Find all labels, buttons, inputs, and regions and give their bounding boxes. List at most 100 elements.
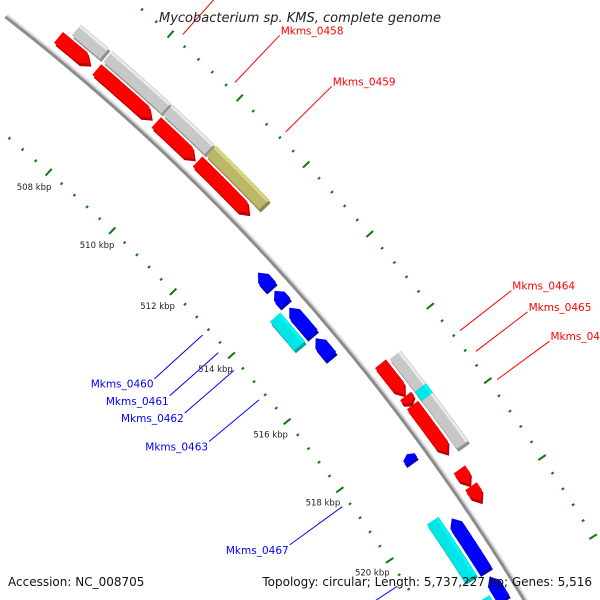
gene-feature[interactable] (163, 104, 216, 158)
feature-label[interactable]: Mkms_0458 (234, 25, 344, 83)
scale-label: 518 kbp (306, 498, 341, 508)
gene-feature[interactable] (406, 400, 450, 456)
gene-feature[interactable] (258, 272, 278, 295)
feature-body (258, 272, 277, 292)
gene-feature[interactable] (103, 51, 173, 117)
major-tick (235, 94, 244, 102)
scale-label: 508 kbp (17, 183, 52, 193)
gene-feature[interactable] (274, 290, 292, 311)
gene-feature[interactable] (487, 576, 511, 600)
feature-highlight (415, 401, 448, 444)
label-leader-line (169, 352, 219, 397)
scale-label: 510 kbp (80, 241, 115, 251)
gene-feature[interactable] (375, 359, 406, 398)
feature-highlight (423, 383, 433, 395)
gene-feature[interactable] (400, 391, 416, 407)
minor-tick (561, 487, 565, 491)
gene-label[interactable]: Mkms_0458 (281, 25, 344, 37)
feature-body (163, 104, 215, 155)
gene-label[interactable]: Mkms_0465 (529, 302, 592, 314)
feature-body (487, 576, 510, 600)
feature-highlight (398, 351, 426, 386)
gene-feature[interactable] (151, 117, 196, 162)
backbone-line (4, 15, 526, 600)
major-tick (365, 230, 374, 238)
gene-feature[interactable] (315, 338, 338, 364)
minor-tick (140, 7, 144, 12)
feature-body (375, 359, 405, 395)
feature-label[interactable]: Mkms_0470 (279, 585, 398, 600)
gene-label[interactable]: Mkms_0459 (333, 76, 396, 88)
minor-tick (183, 302, 187, 306)
label-leader-line (459, 290, 512, 332)
gene-feature[interactable] (389, 350, 428, 395)
feature-label[interactable]: Mkms_0466 (496, 331, 600, 381)
gene-label[interactable]: Mkms_0467 (226, 545, 289, 557)
outer-tick-track (140, 7, 598, 540)
feature-label[interactable]: Mkms_0464 (459, 281, 575, 332)
feature-body (151, 117, 195, 159)
feature-label[interactable]: Mkms_0461 (106, 352, 219, 408)
feature-body (54, 32, 90, 64)
feature-highlight (462, 465, 470, 475)
feature-highlight (99, 64, 149, 109)
gene-feature[interactable] (71, 24, 111, 62)
gene-feature[interactable] (206, 145, 271, 213)
minor-tick (135, 253, 139, 257)
feature-highlight (411, 453, 417, 459)
feature-label[interactable]: Mkms_0460 (91, 334, 203, 391)
feature-body (289, 307, 318, 339)
feature-label[interactable]: Mkms_0457 (182, 0, 290, 35)
feature-label[interactable]: Mkms_0467 (226, 506, 343, 557)
feature-body (269, 312, 306, 351)
minor-tick (404, 275, 409, 279)
gene-label[interactable]: Mkms_0466 (551, 331, 600, 343)
gene-label[interactable]: Mkms_0463 (145, 442, 208, 454)
gene-label[interactable]: Mkms_0460 (91, 379, 154, 391)
gene-label[interactable]: Mkms_0464 (512, 281, 575, 293)
gene-feature[interactable] (269, 312, 307, 354)
feature-highlight (459, 521, 491, 569)
label-leader-line (475, 311, 528, 352)
major-tick (227, 351, 236, 360)
minor-tick (397, 573, 401, 577)
minor-tick (392, 260, 397, 265)
feature-label[interactable]: Mkms_0462 (121, 370, 235, 425)
scale-label: 516 kbp (253, 431, 288, 441)
gene-feature[interactable] (289, 307, 319, 342)
minor-tick (97, 216, 102, 221)
gene-feature[interactable] (453, 465, 472, 488)
gene-feature[interactable] (426, 516, 478, 585)
minor-tick (241, 366, 245, 371)
major-tick (537, 454, 547, 461)
minor-tick (317, 176, 321, 180)
minor-tick (85, 205, 89, 209)
gene-label[interactable]: Mkms_0462 (121, 413, 184, 425)
gene-label[interactable]: Mkms_0461 (106, 396, 169, 408)
minor-tick (251, 109, 255, 113)
gene-feature[interactable] (450, 518, 493, 577)
gene-feature[interactable] (465, 482, 484, 505)
gene-feature[interactable] (403, 453, 419, 468)
minor-tick (342, 204, 347, 208)
feature-label[interactable]: Mkms_0459 (285, 76, 396, 133)
minor-tick (355, 218, 359, 222)
feature-highlight (110, 51, 171, 106)
feature-label[interactable]: Mkms_0465 (475, 302, 592, 352)
gene-feature[interactable] (192, 156, 251, 217)
feature-body (315, 338, 337, 361)
gene-feature[interactable] (54, 32, 92, 67)
feature-body (421, 392, 469, 449)
feature-body (71, 24, 109, 59)
feature-highlight (408, 392, 414, 398)
major-tick (166, 30, 175, 39)
gene-feature[interactable] (421, 392, 470, 452)
feature-body (415, 383, 434, 401)
scale-label: 514 kbp (198, 365, 233, 375)
minor-tick (416, 289, 421, 294)
feature-label[interactable]: Mkms_0463 (145, 399, 260, 454)
minor-tick (358, 516, 362, 520)
gene-feature[interactable] (415, 383, 435, 404)
gene-feature[interactable] (92, 64, 153, 121)
feature-highlight (78, 25, 109, 51)
